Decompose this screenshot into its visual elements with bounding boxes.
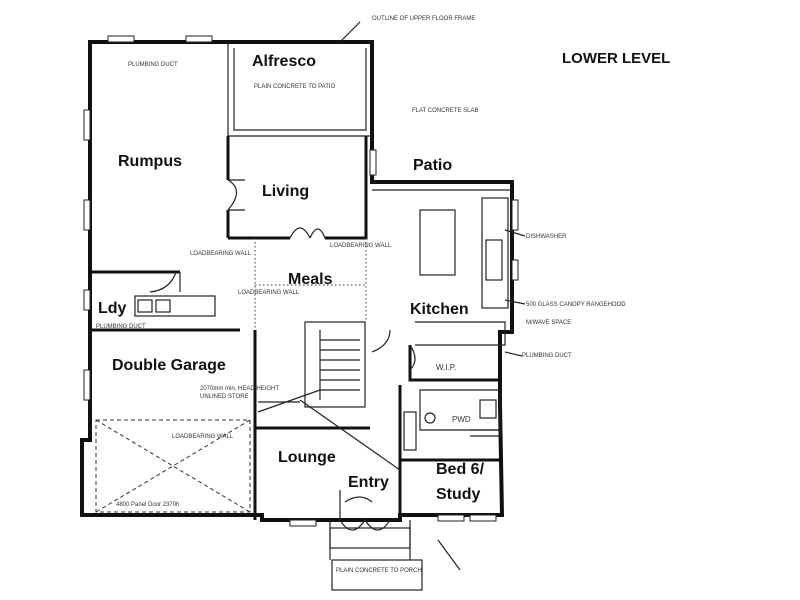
upper-floor-outline <box>254 238 367 330</box>
staircase <box>319 330 360 400</box>
room-label-bed6-line1: Bed 6/ <box>436 461 485 478</box>
note-plumbing-duct-1: PLUMBING DUCT <box>128 62 178 68</box>
garage-door <box>95 419 251 513</box>
room-label-rumpus: Rumpus <box>118 153 182 170</box>
room-label-alfresco: Alfresco <box>252 53 316 70</box>
note-loadbearing-3: LOADBEARING WALL <box>238 290 300 296</box>
note-plumbing-duct-2: PLUMBING DUCT <box>96 324 146 330</box>
note-unlined-store: UNLINED STORE <box>200 394 249 400</box>
note-upper-outline: OUTLINE OF UPPER FLOOR FRAME <box>372 16 475 22</box>
note-loadbearing-4: LOADBEARING WALL <box>172 434 234 440</box>
porch-slab <box>329 520 423 591</box>
note-plumbing-duct-3: PLUMBING DUCT <box>522 353 572 359</box>
room-label-living: Living <box>262 183 309 200</box>
windows <box>83 35 519 527</box>
annotations: OUTLINE OF UPPER FLOOR FRAME PLUMBING DU… <box>96 16 626 574</box>
note-loadbearing-2: LOADBEARING WALL <box>330 243 392 249</box>
note-head-height: 2070mm min. HEAD HEIGHT <box>200 386 279 392</box>
note-slab-porch: PLAIN CONCRETE TO PORCH <box>336 568 422 574</box>
room-label-entry: Entry <box>348 474 389 491</box>
room-label-lounge: Lounge <box>278 449 336 466</box>
room-labels: Alfresco Rumpus Patio Living Meals Kitch… <box>98 53 485 503</box>
doors <box>149 179 416 531</box>
note-pwd: PWD <box>452 415 471 424</box>
note-loadbearing-1: LOADBEARING WALL <box>190 251 252 257</box>
room-label-bed6-line2: Study <box>436 486 481 503</box>
room-label-laundry: Ldy <box>98 300 127 317</box>
note-canopy: 500 GLASS CANOPY RANGEHOOD <box>526 302 626 308</box>
room-label-kitchen: Kitchen <box>410 301 469 318</box>
note-slab-patio: FLAT CONCRETE SLAB <box>412 108 478 114</box>
note-panel-door: 4800 Panel Door 2370h <box>116 502 179 508</box>
room-label-double-garage: Double Garage <box>112 357 226 374</box>
inner-walls <box>90 44 510 520</box>
room-label-patio: Patio <box>413 157 452 174</box>
room-label-meals: Meals <box>288 271 333 288</box>
note-wip: W.I.P. <box>436 363 456 372</box>
note-microwave: M/WAVE SPACE <box>526 320 571 326</box>
note-slab-alfresco: PLAIN CONCRETE TO PATIO <box>254 84 336 90</box>
leader-lines <box>257 21 526 571</box>
plan-title: LOWER LEVEL <box>562 50 670 67</box>
note-dishwasher: DISHWASHER <box>526 234 567 240</box>
